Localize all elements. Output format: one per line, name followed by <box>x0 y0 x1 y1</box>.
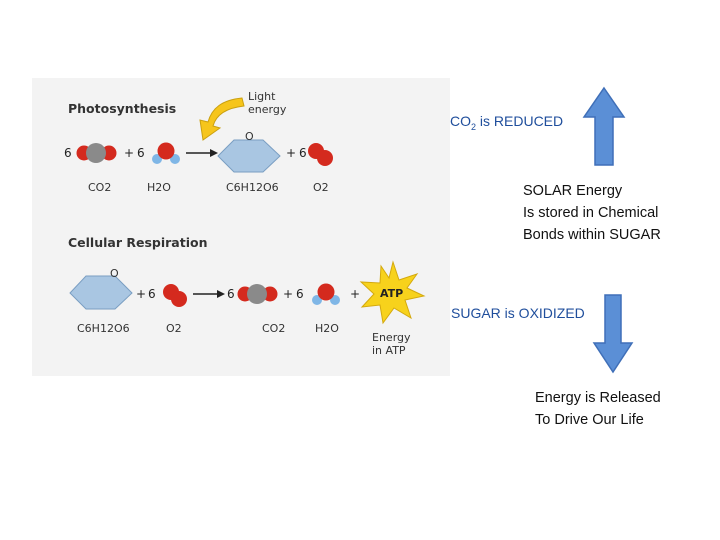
plus-sign: + <box>136 287 147 301</box>
o2-molecule-photosynthesis <box>308 143 333 166</box>
ring-oxygen-label: O <box>245 130 254 143</box>
oxidized-down-arrow <box>592 294 634 374</box>
sugar-oxidized-text: SUGAR is OXIDIZED <box>451 305 585 321</box>
solar-energy-text: SOLAR Energy Is stored in Chemical Bonds… <box>523 183 661 243</box>
co2-molecule-respiration <box>237 284 278 304</box>
h2o-label-photosynthesis: H2O <box>147 181 171 194</box>
light-energy-arrow <box>199 97 245 141</box>
respiration-reaction-arrow <box>193 290 225 298</box>
glucose-label-respiration: C6H12O6 <box>77 322 130 335</box>
h2o-molecule-respiration <box>312 283 340 305</box>
respiration-heading: Cellular Respiration <box>68 235 208 250</box>
plus-sign: + <box>350 287 361 301</box>
reaction-diagram-panel <box>32 78 450 376</box>
coef-h2o-photosynthesis: 6 <box>137 146 145 160</box>
coef-o2-photosynthesis: 6 <box>299 146 307 160</box>
reduced-up-arrow <box>582 86 626 166</box>
co2-molecule-photosynthesis <box>76 143 117 163</box>
glucose-ring-respiration <box>69 275 133 310</box>
energy-in-atp-label: Energy in ATP <box>372 331 411 357</box>
o2-molecule-respiration <box>163 284 187 307</box>
glucose-label-photosynthesis: C6H12O6 <box>226 181 279 194</box>
plus-sign: + <box>283 287 294 301</box>
o2-label-photosynthesis: O2 <box>313 181 329 194</box>
co2-label-photosynthesis: CO2 <box>88 181 112 194</box>
co2-label-respiration: CO2 <box>262 322 286 335</box>
photosynthesis-reaction-arrow <box>186 149 218 157</box>
plus-sign: + <box>124 146 135 160</box>
plus-sign: + <box>286 146 297 160</box>
atp-starburst <box>359 260 426 325</box>
glucose-ring-photosynthesis <box>217 139 281 173</box>
h2o-molecule-photosynthesis <box>152 142 180 164</box>
coef-h2o-respiration: 6 <box>296 287 304 301</box>
coef-co2-photosynthesis: 6 <box>64 146 72 160</box>
atp-label: ATP <box>380 287 404 300</box>
photosynthesis-heading: Photosynthesis <box>68 101 177 116</box>
co2-reduced-text: CO2 is REDUCED <box>450 113 564 132</box>
o2-label-respiration: O2 <box>166 322 182 335</box>
light-energy-label: Light energy <box>248 90 287 116</box>
coef-o2-respiration: 6 <box>148 287 156 301</box>
coef-co2-respiration: 6 <box>227 287 235 301</box>
h2o-label-respiration: H2O <box>315 322 339 335</box>
energy-released-text: Energy is Released To Drive Our Life <box>535 390 661 428</box>
ring-oxygen-label: O <box>110 267 119 280</box>
